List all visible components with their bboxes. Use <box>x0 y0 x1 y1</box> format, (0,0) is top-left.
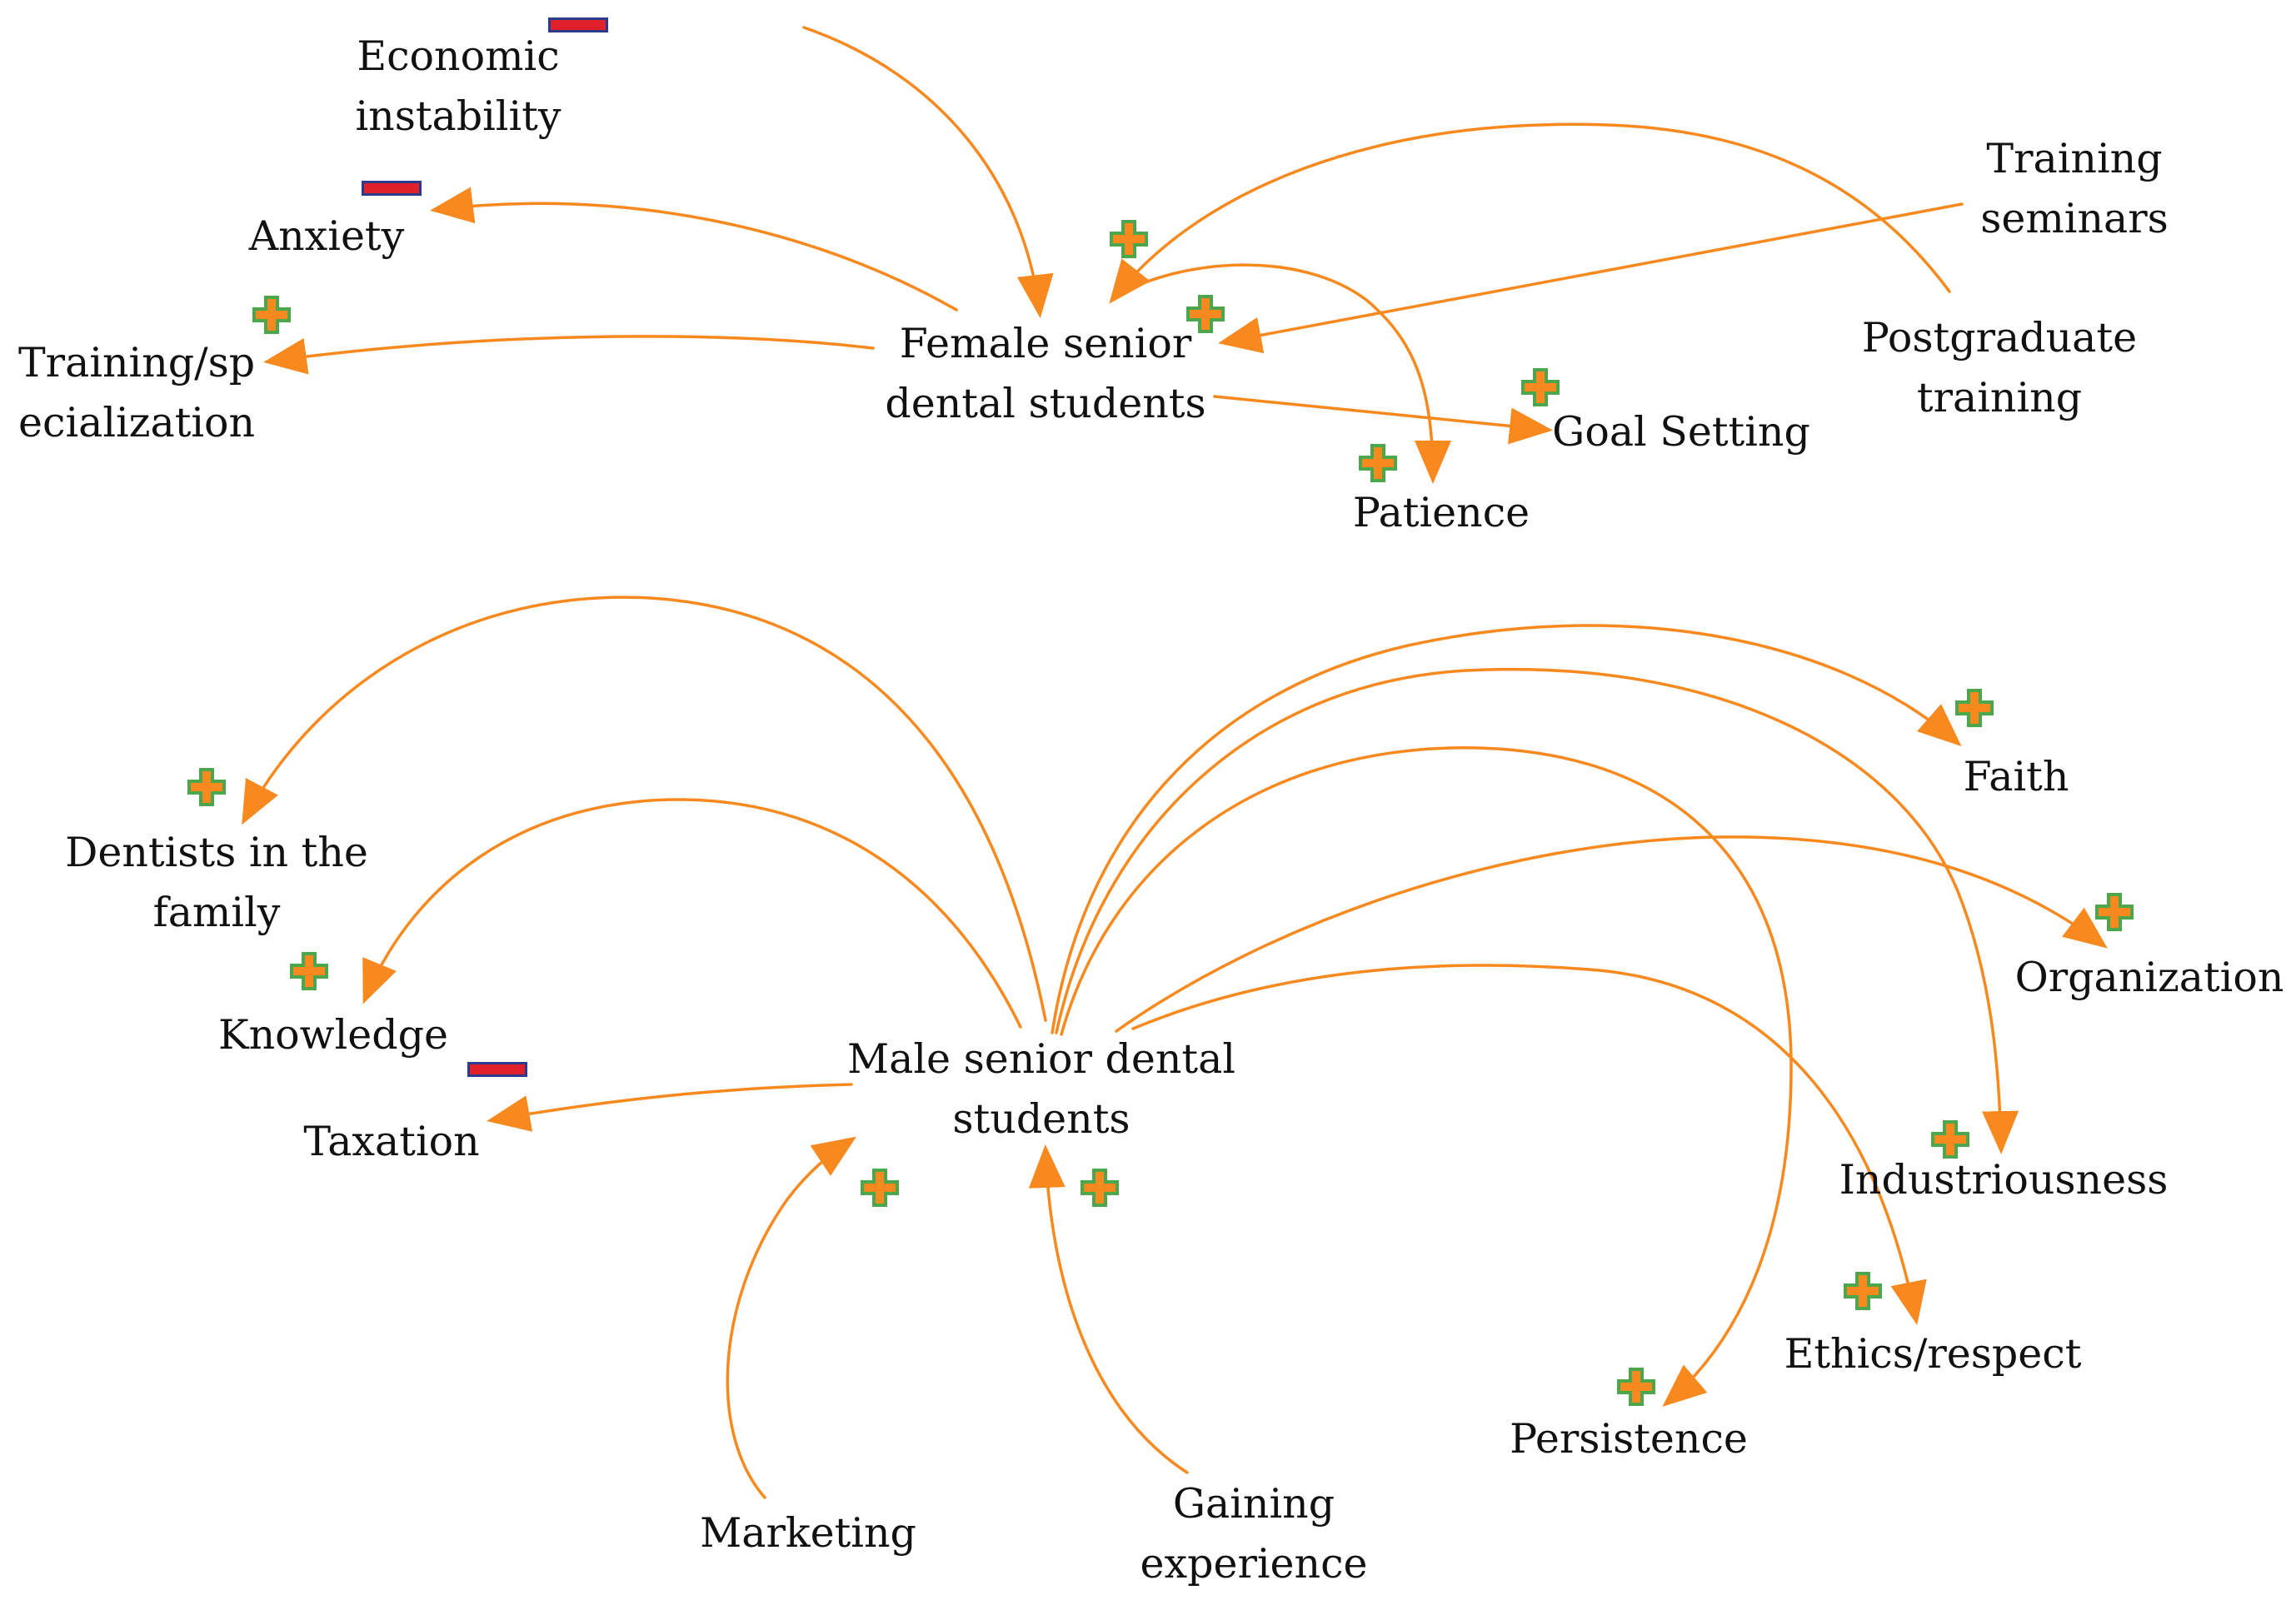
link-male-students-to-taxation <box>487 1083 853 1132</box>
node-patience: Patience <box>1352 489 1530 536</box>
plus-sign-icon <box>1359 444 1397 482</box>
link-female-students-to-anxiety <box>430 187 958 312</box>
link-male-students-to-faith <box>1051 624 1962 1034</box>
node-ethics-respect: Ethics/respect <box>1784 1330 2082 1378</box>
plus-sign-icon <box>1110 220 1148 258</box>
node-goal-setting: Goal Setting <box>1552 408 1810 456</box>
node-persistence: Persistence <box>1510 1415 1748 1463</box>
plus-sign-icon <box>2095 893 2134 931</box>
link-training-seminars-to-female-students <box>1218 202 1964 354</box>
node-faith: Faith <box>1963 753 2069 800</box>
plus-sign-icon <box>1186 295 1225 333</box>
node-taxation: Taxation <box>303 1118 480 1165</box>
node-industriousness: Industriousness <box>1839 1156 2169 1204</box>
plus-sign-icon <box>1844 1272 1882 1310</box>
minus-sign-icon <box>467 1062 527 1077</box>
node-dentists-in-the-family: Dentists in the family <box>65 829 368 936</box>
link-gaining-experience-to-male-students <box>1028 1144 1189 1474</box>
link-male-students-to-industriousness <box>1055 667 2019 1154</box>
plus-sign-icon <box>1617 1368 1655 1406</box>
node-female-senior-dental-students: Female senior dental students <box>885 320 1206 427</box>
link-male-students-to-dentists-in-family <box>242 596 1047 1022</box>
plus-sign-icon <box>1081 1169 1119 1207</box>
plus-sign-icon <box>1955 689 1994 727</box>
node-male-senior-dental-students: Male senior dental students <box>846 1035 1235 1143</box>
link-female-students-to-goal-setting <box>1213 395 1553 445</box>
link-female-students-to-training-specialization <box>263 335 875 375</box>
link-marketing-to-male-students <box>726 1136 856 1499</box>
link-female-students-to-patience <box>1115 263 1451 484</box>
link-male-students-to-ethics-respect <box>1131 964 1927 1325</box>
plus-sign-icon <box>290 952 328 990</box>
plus-sign-icon <box>1931 1120 1969 1159</box>
node-training-seminars: Training seminars <box>1980 135 2169 242</box>
plus-sign-icon <box>1521 368 1560 406</box>
node-training-specialization: Training/sp ecialization <box>18 339 256 446</box>
node-organization: Organization <box>2014 954 2284 1001</box>
plus-sign-icon <box>861 1169 899 1207</box>
link-male-students-to-knowledge <box>362 798 1022 1029</box>
link-postgraduate-training-to-female-students <box>1109 122 1951 304</box>
plus-sign-icon <box>187 768 226 806</box>
node-gaining-experience: Gaining experience <box>1140 1480 1368 1588</box>
node-knowledge: Knowledge <box>217 1011 448 1059</box>
node-economic-instability: Economic instability <box>355 32 562 140</box>
plus-sign-icon <box>252 296 291 334</box>
node-marketing: Marketing <box>700 1509 916 1557</box>
node-postgraduate-training: Postgraduate training <box>1861 314 2138 421</box>
link-economic-instability-to-female-students <box>802 26 1054 318</box>
link-male-students-to-organization <box>1115 835 2108 1033</box>
minus-sign-icon <box>362 181 422 196</box>
minus-sign-icon <box>548 17 608 32</box>
node-anxiety: Anxiety <box>248 212 405 260</box>
link-male-students-to-persistence <box>1060 746 1793 1407</box>
